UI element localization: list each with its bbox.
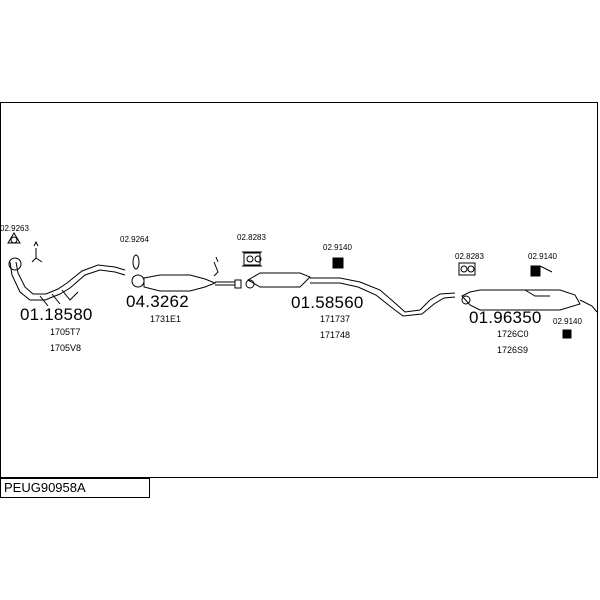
front-silencer xyxy=(245,272,456,317)
clamp-icon xyxy=(31,240,43,263)
accessory-label: 02.8283 xyxy=(455,252,484,261)
rubber-mount-icon xyxy=(332,257,344,269)
diagram-frame xyxy=(0,102,598,478)
rubber-mount-icon xyxy=(530,265,553,277)
accessory-label: 02.9140 xyxy=(528,252,557,261)
part-number: 01.96350 xyxy=(469,308,542,327)
hanger-icon xyxy=(458,262,476,276)
accessory-label: 02.9264 xyxy=(120,235,149,244)
reference-number: 1731E1 xyxy=(150,314,182,324)
ring-icon xyxy=(132,254,140,270)
reference-number: 1726C0 xyxy=(497,329,529,339)
part-number: 01.18580 xyxy=(20,305,93,324)
rubber-mount-icon xyxy=(562,329,572,339)
part-number: 01.58560 xyxy=(291,293,364,312)
reference-number: 1705V8 xyxy=(50,343,82,353)
accessory-label: 02.9263 xyxy=(0,224,29,233)
hanger-icon xyxy=(242,251,262,267)
front-pipe xyxy=(8,257,126,307)
diagram-code: PEUG90958A xyxy=(0,478,150,498)
accessory-label: 02.9140 xyxy=(323,243,352,252)
gasket-icon xyxy=(7,232,21,244)
accessory-label: 02.8283 xyxy=(237,233,266,242)
catalytic-converter xyxy=(131,274,242,292)
clamp-icon xyxy=(213,256,219,277)
reference-number: 1705T7 xyxy=(50,327,81,337)
part-number: 04.3262 xyxy=(126,292,189,311)
reference-number: 171737 xyxy=(320,314,351,324)
reference-number: 1726S9 xyxy=(497,345,529,355)
accessory-label: 02.9140 xyxy=(553,317,582,326)
reference-number: 171748 xyxy=(320,330,351,340)
rear-silencer xyxy=(461,289,598,313)
